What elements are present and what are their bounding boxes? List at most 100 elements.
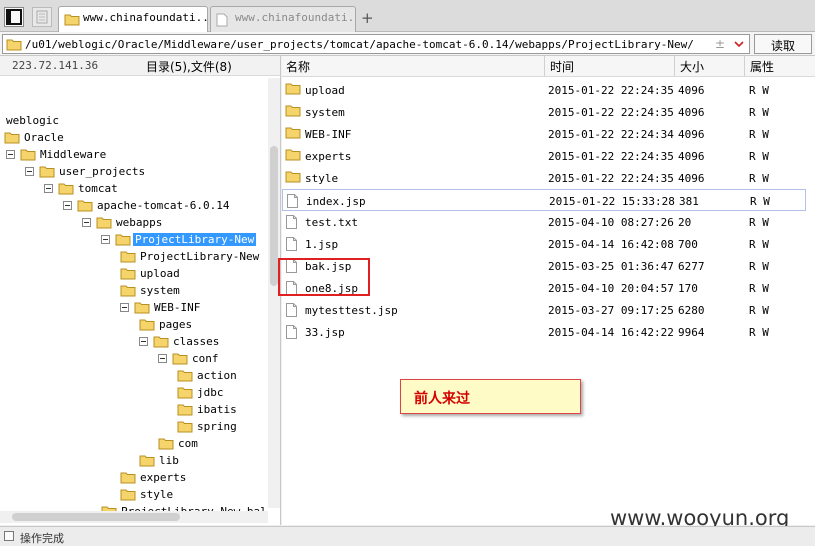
file-time: 2015-01-22 22:24:35 (548, 106, 674, 119)
folder-icon (139, 454, 155, 470)
tree-item[interactable]: user_projects (0, 164, 268, 181)
tree-item[interactable]: weblogic (0, 113, 268, 130)
tree-item-label: classes (173, 335, 220, 348)
file-time: 2015-04-10 08:27:26 (548, 216, 674, 229)
tree-item[interactable]: spring (0, 419, 268, 436)
page-button[interactable] (32, 7, 52, 27)
collapse-toggle-icon[interactable] (63, 201, 72, 210)
annotation-note: 前人来过 (400, 379, 581, 414)
file-name: one8.jsp (305, 282, 358, 295)
column-divider[interactable] (674, 56, 675, 76)
file-icon (285, 214, 298, 233)
column-attr[interactable]: 属性 (750, 60, 775, 74)
folder-icon (58, 182, 74, 198)
column-time[interactable]: 时间 (550, 60, 575, 74)
tree-item[interactable]: ibatis (0, 402, 268, 419)
collapse-toggle-icon[interactable] (120, 303, 129, 312)
tab-inactive[interactable]: www.chinafoundati... (210, 6, 356, 32)
collapse-toggle-icon[interactable] (139, 337, 148, 346)
collapse-toggle-icon[interactable] (82, 218, 91, 227)
tree-item-label: ProjectLibrary-New (140, 250, 260, 263)
folder-icon (177, 386, 193, 402)
tree-item-label: weblogic (6, 114, 59, 127)
folder-icon (177, 420, 193, 436)
collapse-toggle-icon[interactable] (101, 235, 110, 244)
collapse-toggle-icon[interactable] (44, 184, 53, 193)
tree-horizontal-scroll-thumb[interactable] (12, 513, 180, 521)
tree-item-label: lib (159, 454, 179, 467)
folder-icon (285, 82, 301, 98)
file-size: 4096 (678, 150, 705, 163)
tree-item[interactable]: com (0, 436, 268, 453)
sidebar-toggle-button[interactable] (4, 7, 24, 27)
chevron-down-icon[interactable] (734, 41, 744, 48)
tree-item[interactable]: ProjectLibrary-New (0, 249, 268, 266)
tree-vertical-scroll-thumb[interactable] (270, 146, 278, 286)
tree-item[interactable]: pages (0, 317, 268, 334)
file-size: 700 (678, 238, 698, 251)
collapse-toggle-icon[interactable] (6, 150, 15, 159)
file-size: 4096 (678, 84, 705, 97)
tree-item-label: apache-tomcat-6.0.14 (97, 199, 230, 212)
tree-item[interactable]: lib (0, 453, 268, 470)
read-button[interactable]: 读取 (754, 34, 812, 54)
collapse-toggle-icon[interactable] (158, 354, 167, 363)
tree-item[interactable]: classes (0, 334, 268, 351)
folder-icon (120, 471, 136, 487)
tree-item[interactable]: Oracle (0, 130, 268, 147)
new-tab-button[interactable]: + (361, 9, 374, 27)
column-name[interactable]: 名称 (286, 60, 311, 74)
tree-item[interactable]: system (0, 283, 268, 300)
page-icon (36, 10, 48, 24)
column-divider[interactable] (744, 56, 745, 76)
file-attr: R W (749, 84, 769, 97)
tree-item-label: style (140, 488, 174, 501)
file-size: 4096 (678, 106, 705, 119)
file-size: 6277 (678, 260, 705, 273)
file-icon (285, 236, 298, 255)
tab-active[interactable]: www.chinafoundati... (58, 6, 208, 32)
tree-item[interactable]: apache-tomcat-6.0.14 (0, 198, 268, 215)
tree-item[interactable]: tomcat (0, 181, 268, 198)
plus-minus-icon[interactable]: ± (715, 37, 726, 51)
tree-item[interactable]: action (0, 368, 268, 385)
tree-item-label: spring (197, 420, 237, 433)
tree-item[interactable]: ProjectLibrary-New (0, 232, 268, 249)
tree-item-label: system (140, 284, 180, 297)
tree-item[interactable]: upload (0, 266, 268, 283)
file-attr: R W (749, 304, 769, 317)
path-input[interactable]: /u01/weblogic/Oracle/Middleware/user_pro… (2, 34, 750, 54)
file-attr: R W (749, 260, 769, 273)
column-divider[interactable] (544, 56, 545, 76)
folder-icon (120, 284, 136, 300)
tree-item-label: jdbc (197, 386, 224, 399)
status-text: 操作完成 (20, 532, 64, 545)
tree-item[interactable]: jdbc (0, 385, 268, 402)
file-time: 2015-03-25 01:36:47 (548, 260, 674, 273)
collapse-toggle-icon[interactable] (25, 167, 34, 176)
tree-item[interactable]: webapps (0, 215, 268, 232)
folder-icon (4, 131, 20, 147)
dir-file-count: 目录(5),文件(8) (146, 60, 232, 74)
tree-item[interactable]: WEB-INF (0, 300, 268, 317)
tree-item[interactable]: experts (0, 470, 268, 487)
file-time: 2015-04-14 16:42:08 (548, 238, 674, 251)
folder-icon (177, 403, 193, 419)
tree-item[interactable]: style (0, 487, 268, 504)
column-size[interactable]: 大小 (680, 60, 705, 74)
tree-item[interactable]: Middleware (0, 147, 268, 164)
tree-item[interactable]: conf (0, 351, 268, 368)
